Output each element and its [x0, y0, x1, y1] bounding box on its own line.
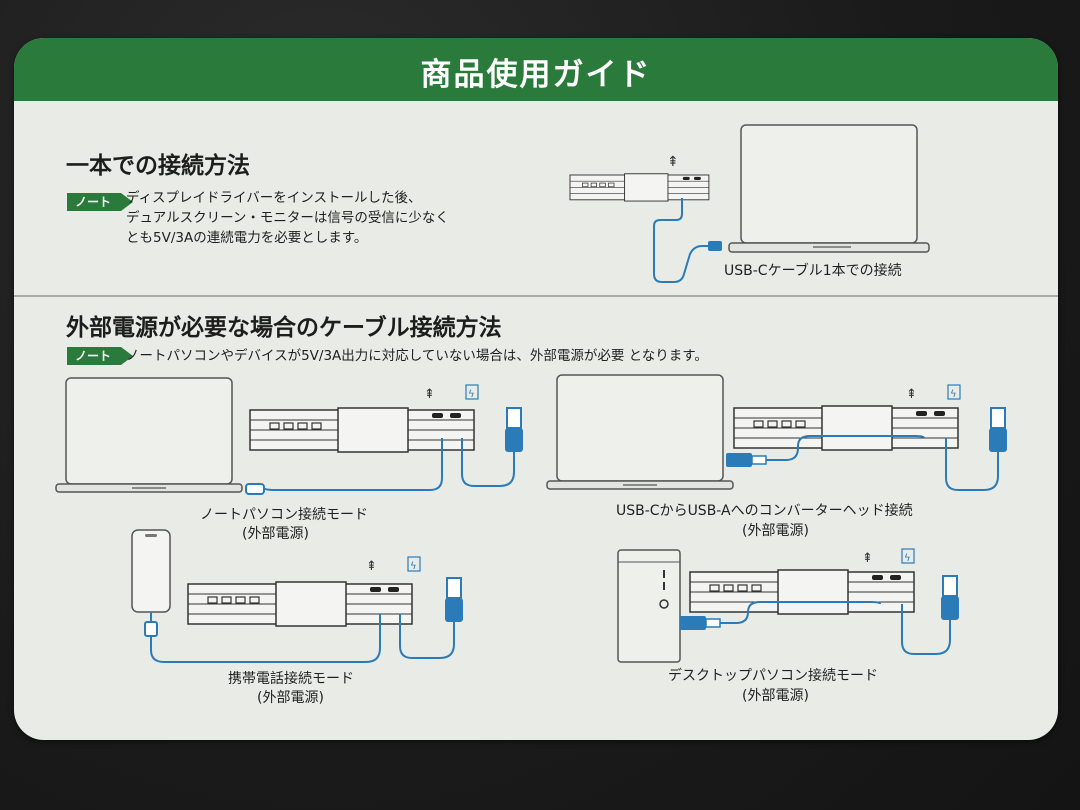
mode-desktop-caption: デスクトップパソコン接続モード	[668, 668, 878, 684]
svg-text:ϟ: ϟ	[904, 553, 911, 564]
svg-text:ϟ: ϟ	[950, 389, 957, 400]
section1-note-line-2: デュアルスクリーン・モニターは信号の受信に少なく	[126, 210, 449, 226]
section1-hub	[569, 173, 710, 202]
usb-symbol-icon: ⇞	[667, 154, 679, 170]
card-header: 商品使用ガイド	[14, 38, 1058, 101]
mode-desktop-sub: (外部電源)	[742, 688, 809, 704]
section1-diagram-caption: USB-Cケーブル1本での接続	[724, 263, 902, 279]
mode-phone-hub	[187, 581, 413, 627]
section1-heading: 一本での接続方法	[66, 153, 250, 179]
mode-converter-laptop	[546, 374, 734, 490]
mode-desktop-hub	[689, 569, 915, 615]
svg-text:⇞: ⇞	[424, 387, 435, 402]
diagram-art: ⇞ ⇞ ϟ ⇞ ϟ ⇞ ϟ	[55, 124, 1008, 663]
mode-converter-hub	[733, 405, 959, 451]
mode-converter-caption: USB-CからUSB-Aへのコンバーターヘッド接続	[616, 503, 913, 519]
svg-text:⇞: ⇞	[906, 387, 917, 402]
section-divider	[14, 295, 1058, 297]
mode-phone-phone	[131, 529, 171, 613]
card-title: 商品使用ガイド	[420, 57, 652, 93]
lightning-icon: ϟ	[468, 389, 475, 400]
mode-laptop-hub	[249, 407, 475, 453]
svg-text:⇞: ⇞	[366, 559, 377, 574]
section2-note-badge: ノート	[67, 347, 133, 365]
mode-phone-sub: (外部電源)	[257, 690, 324, 706]
section1-note-badge: ノート	[67, 193, 133, 211]
mode-laptop-sub: (外部電源)	[242, 526, 309, 542]
section2-note-text: ノートパソコンやデバイスが5V/3A出力に対応していない場合は、外部電源が必要 …	[126, 348, 708, 364]
section1-note-line-1: ディスプレイドライバーをインストールした後、	[126, 190, 422, 206]
mode-laptop-laptop	[55, 377, 243, 493]
section1-note-line-3: とも5V/3Aの連続電力を必要とします。	[126, 230, 368, 246]
svg-text:⇞: ⇞	[862, 551, 873, 566]
section1-laptop	[728, 124, 930, 253]
mode-desktop-tower	[617, 549, 681, 663]
svg-text:ϟ: ϟ	[410, 561, 417, 572]
mode-phone-caption: 携帯電話接続モード	[228, 671, 354, 687]
section2-heading: 外部電源が必要な場合のケーブル接続方法	[66, 315, 502, 341]
mode-converter-sub: (外部電源)	[742, 523, 809, 539]
mode-laptop-caption: ノートパソコン接続モード	[200, 507, 368, 523]
guide-card: 商品使用ガイド 一本での接続方法 ノート ディスプレイドライバーをインストールし…	[14, 38, 1058, 740]
